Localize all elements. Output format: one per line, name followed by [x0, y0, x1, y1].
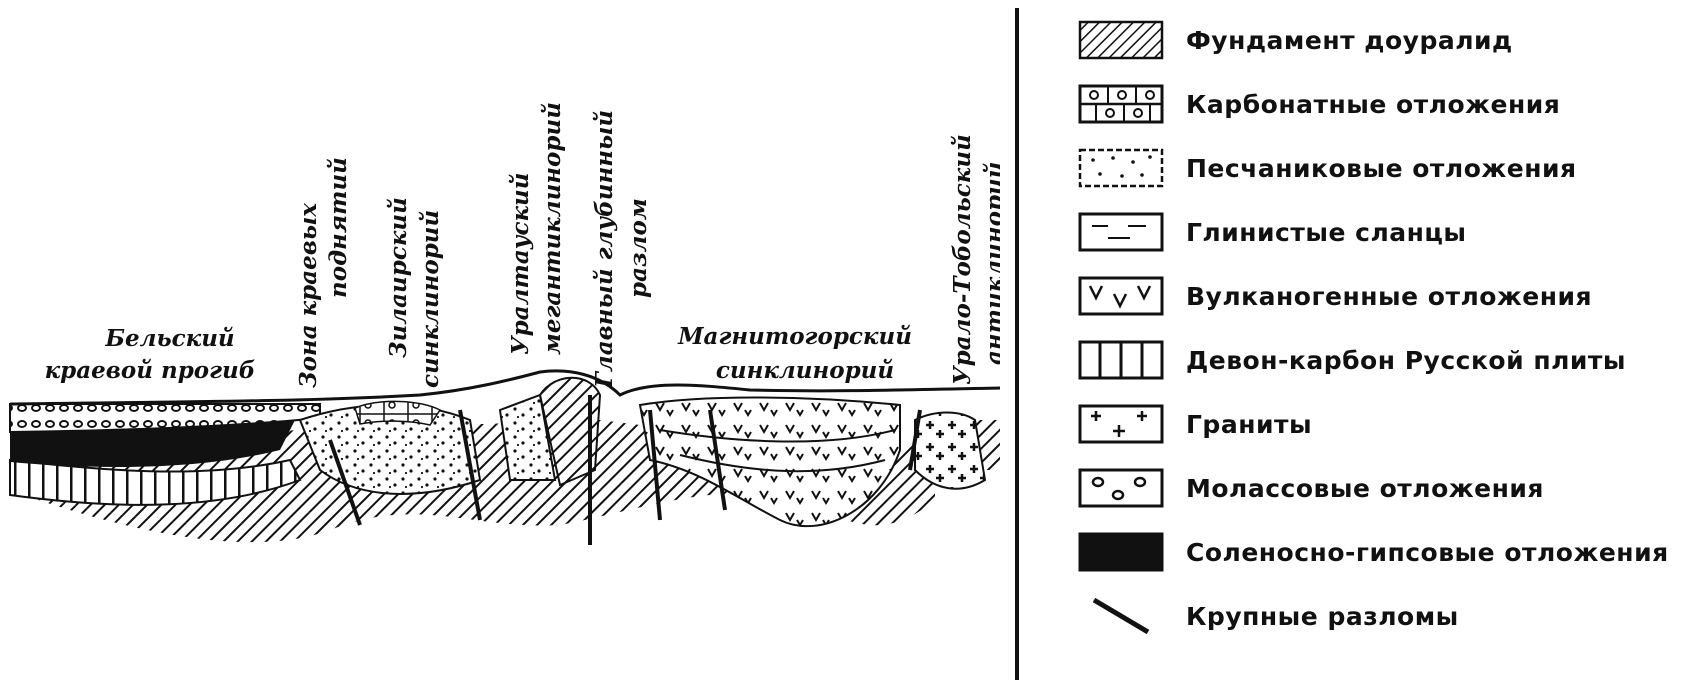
legend-label: Песчаниковые отложения — [1186, 154, 1577, 183]
zone-label-belsky-1: Бельский — [104, 325, 234, 352]
zone-label-uraltau-2: мегантиклинорий — [539, 102, 566, 355]
zone-label-magnitogorsk-2: синклинорий — [716, 357, 894, 384]
volcanic-swatch-icon — [1078, 276, 1164, 316]
legend-item-fault: Крупные разломы — [1078, 596, 1459, 636]
legend-item-basement: Фундамент доуралид — [1078, 20, 1513, 60]
legend-item-shale: Глинистые сланцы — [1078, 212, 1467, 252]
zone-label-magnitogorsk-1: Магнитогорский — [677, 323, 912, 350]
legend-label: Фундамент доуралид — [1186, 26, 1513, 55]
granite-intrusion — [915, 413, 985, 489]
legend-item-molasse: Молассовые отложения — [1078, 468, 1544, 508]
basement-swatch-icon — [1078, 20, 1164, 60]
legend-label: Граниты — [1186, 410, 1312, 439]
legend-label: Глинистые сланцы — [1186, 218, 1467, 247]
granite-swatch-icon — [1078, 404, 1164, 444]
zone-label-razlom-2: разлом — [625, 198, 652, 298]
zone-label-zilair-1: Зилаирский — [385, 197, 412, 358]
legend-item-volcanic: Вулканогенные отложения — [1078, 276, 1592, 316]
zone-label-zilair-2: синклинорий — [417, 210, 444, 388]
legend-item-salt-gypsum: Соленосно-гипсовые отложения — [1078, 532, 1669, 572]
legend-label: Соленосно-гипсовые отложения — [1186, 538, 1669, 567]
zone-label-kraevye-2: поднятий — [325, 157, 352, 298]
zone-label-uraltau-1: Уралтауский — [507, 173, 534, 356]
zone-label-belsky-2: краевой прогиб — [45, 357, 256, 384]
legend-label: Девон-карбон Русской плиты — [1186, 346, 1626, 375]
shale-swatch-icon — [1078, 212, 1164, 252]
legend-label: Вулканогенные отложения — [1186, 282, 1592, 311]
legend-item-carbonate: Карбонатные отложения — [1078, 84, 1560, 124]
legend-label: Карбонатные отложения — [1186, 90, 1560, 119]
magnitogorsk-volcanic-layers — [640, 398, 900, 527]
geological-cross-section: Бельский краевой прогиб Зона краевых под… — [0, 0, 1000, 686]
sandstone-swatch-icon — [1078, 148, 1164, 188]
zone-label-razlom-1: Главный глубинный — [591, 110, 618, 389]
zone-label-uralo-tobol-2: антиклинорий — [981, 162, 1000, 366]
fault-swatch-icon — [1078, 596, 1164, 636]
legend-item-granite: Граниты — [1078, 404, 1312, 444]
devon-carbon-swatch-icon — [1078, 340, 1164, 380]
salt-gypsum-swatch-icon — [1078, 532, 1164, 572]
zone-labels: Бельский краевой прогиб Зона краевых под… — [45, 102, 1000, 389]
legend-item-sandstone: Песчаниковые отложения — [1078, 148, 1577, 188]
legend-label: Крупные разломы — [1186, 602, 1459, 631]
carbonate-swatch-icon — [1078, 84, 1164, 124]
section-legend-divider — [1015, 8, 1019, 680]
legend-item-devon-carbon: Девон-карбон Русской плиты — [1078, 340, 1626, 380]
zone-label-kraevye-1: Зона краевых — [295, 203, 322, 388]
legend-label: Молассовые отложения — [1186, 474, 1544, 503]
carbonate-lens — [355, 401, 440, 425]
molasse-swatch-icon — [1078, 468, 1164, 508]
zone-label-uralo-tobol-1: Урало-Тобольский — [949, 134, 976, 385]
